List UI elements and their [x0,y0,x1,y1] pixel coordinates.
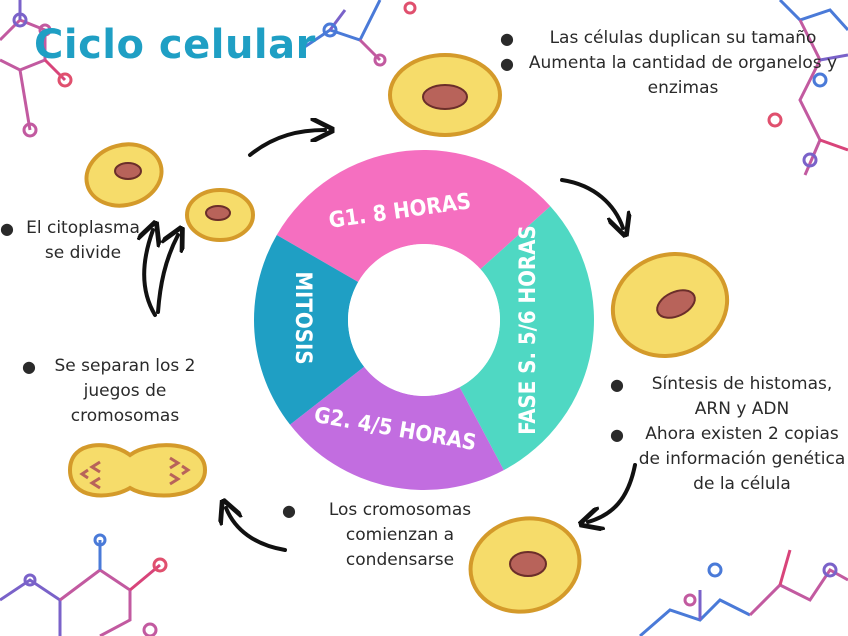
bullet-icon: ● [22,357,36,376]
bullet-icon: ● [610,375,624,394]
bullet-icon: ● [500,54,514,73]
arrow-m-to-cytokinesis [144,230,155,317]
cell-g2 [468,516,582,614]
page-title: Ciclo celular [34,22,316,68]
segment-g2 [290,366,504,491]
arrow-to-g1 [248,130,325,157]
bullet-icon: ● [610,425,624,444]
label-s: FASE S. 5/6 HORAS [516,225,541,435]
arrow-g2-to-m [226,508,287,552]
note-text: Los cromosomas comienzan a condensarse [328,500,472,570]
segment-g1 [276,150,551,282]
note-text: Aumenta la cantidad de organelos y enzim… [528,53,838,98]
molecule-decoration-top-center [299,0,417,67]
molecule-decoration-top-left [0,0,73,138]
cell-daughter-1 [84,142,164,208]
bullet-icon: ● [0,219,14,238]
note-text: Síntesis de histomas, ARN y ADN [651,374,833,419]
molecule-decoration-bottom-right [639,549,848,636]
cell-dividing [67,443,208,498]
donut-hole [348,244,500,396]
note-text: El citoplasma se divide [26,218,140,263]
note-g2: ● Los cromosomas comienzan a condensarse [282,498,492,573]
cycle-donut [254,150,594,491]
cell-daughter-2 [185,188,255,242]
molecule-decoration-bottom-left [0,533,168,636]
cell-s [610,251,730,359]
note-mitosis: ● Se separan los 2 juegos de cromosomas [22,354,202,429]
arrow-m-to-cytokinesis-2 [156,235,178,314]
cell-g1 [388,53,502,137]
note-text: Las células duplican su tamaño [549,28,817,48]
bullet-icon: ● [282,501,296,520]
arrow-g1-to-s [560,178,623,228]
arrow-s-to-g2 [588,463,637,522]
segment-s [459,206,594,471]
molecule-decoration-top-right [767,0,848,176]
note-text: Ahora existen 2 copias de información ge… [638,424,846,494]
bullet-icon: ● [500,29,514,48]
note-text: Se separan los 2 juegos de cromosomas [54,356,196,426]
segment-m [254,235,365,425]
note-s-phase: ● Síntesis de histomas, ARN y ADN ● Ahora … [610,372,848,497]
note-g1: ● Las células duplican su tamaño ● Aumenta… [500,26,840,101]
label-m: MITOSIS [290,271,315,364]
note-cytokinesis: ● El citoplasma se divide [0,216,140,266]
